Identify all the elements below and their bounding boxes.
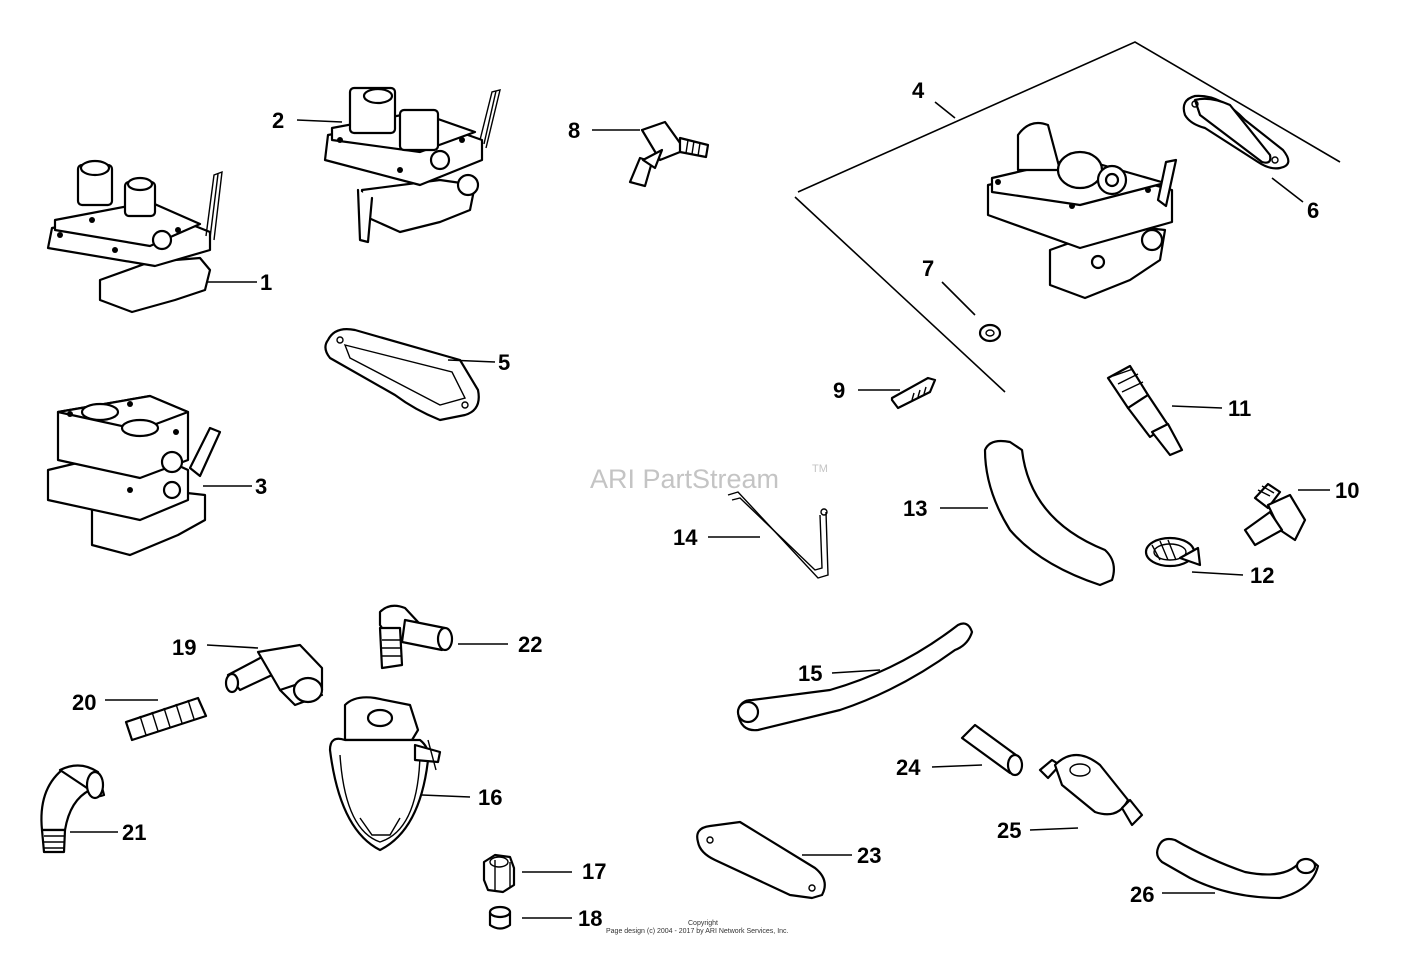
callout-19[interactable]: 19 <box>172 635 196 660</box>
callout-1[interactable]: 1 <box>260 270 272 295</box>
callout-2[interactable]: 2 <box>272 108 284 133</box>
part-12-hose-clamp[interactable] <box>1144 536 1202 568</box>
callout-20[interactable]: 20 <box>72 690 96 715</box>
part-3-fuel-pump[interactable] <box>46 394 222 557</box>
part-22-elbow-connector[interactable] <box>378 604 454 670</box>
callout-7[interactable]: 7 <box>922 256 934 281</box>
callout-23[interactable]: 23 <box>857 843 881 868</box>
leader-line-15 <box>831 669 881 674</box>
part-7-washer[interactable] <box>978 323 1002 343</box>
part-21-curved-elbow[interactable] <box>40 764 106 854</box>
callout-4[interactable]: 4 <box>912 78 925 103</box>
callout-22[interactable]: 22 <box>518 632 542 657</box>
callout-9[interactable]: 9 <box>833 378 845 403</box>
part-10-elbow[interactable] <box>1243 482 1307 547</box>
leader-line-25 <box>1029 827 1079 831</box>
callout-18[interactable]: 18 <box>578 906 602 931</box>
part-20-threaded-nipple[interactable] <box>124 696 208 742</box>
part-26-hose[interactable] <box>1156 837 1320 900</box>
callout-5[interactable]: 5 <box>498 350 510 375</box>
callout-26[interactable]: 26 <box>1130 882 1154 907</box>
callout-17[interactable]: 17 <box>582 859 606 884</box>
callout-16[interactable]: 16 <box>478 785 502 810</box>
callout-24[interactable]: 24 <box>896 755 921 780</box>
part-24-short-hose[interactable] <box>960 723 1024 777</box>
part-18-sleeve[interactable] <box>488 905 512 930</box>
callout-11[interactable]: 11 <box>1228 396 1251 421</box>
part-4-fuel-pump[interactable] <box>986 121 1178 300</box>
part-23-gasket-plate[interactable] <box>696 820 826 900</box>
callout-14[interactable]: 14 <box>673 525 698 550</box>
part-2-fuel-pump[interactable] <box>323 86 501 244</box>
part-17-nut[interactable] <box>482 853 516 894</box>
leader-line-16 <box>421 794 471 798</box>
leader-line-4 <box>934 101 956 119</box>
assembly-bracket-4-lower <box>794 196 1006 393</box>
part-1-fuel-pump[interactable] <box>46 159 223 314</box>
callout-21[interactable]: 21 <box>122 820 146 845</box>
part-15-hose[interactable] <box>736 622 974 732</box>
leader-line-24 <box>931 764 983 768</box>
part-19-elbow-fitting[interactable] <box>224 643 324 707</box>
callout-3[interactable]: 3 <box>255 474 267 499</box>
leader-line-11 <box>1171 405 1223 409</box>
leader-line-2 <box>296 119 343 123</box>
leader-line-6 <box>1271 177 1304 203</box>
leader-line-19 <box>206 644 259 649</box>
callout-8[interactable]: 8 <box>568 118 580 143</box>
part-14-wire[interactable] <box>727 491 829 579</box>
part-9-screw[interactable] <box>890 376 937 410</box>
part-11-barb-fitting[interactable] <box>1106 364 1184 457</box>
part-6-gasket[interactable] <box>1182 94 1290 170</box>
part-13-curved-hose[interactable] <box>983 439 1115 587</box>
callout-15[interactable]: 15 <box>798 661 822 686</box>
callout-6[interactable]: 6 <box>1307 198 1319 223</box>
callout-12[interactable]: 12 <box>1250 563 1274 588</box>
part-8-elbow-fitting[interactable] <box>628 120 710 188</box>
leader-line-5 <box>447 359 496 363</box>
leader-line-7 <box>941 281 976 316</box>
part-5-gasket[interactable] <box>324 328 480 422</box>
part-16-sediment-bowl[interactable] <box>328 696 442 852</box>
leader-line-12 <box>1191 571 1244 576</box>
callout-10[interactable]: 10 <box>1335 478 1359 503</box>
watermark-text: ARI PartStream <box>590 464 779 494</box>
part-25-inline-filter[interactable] <box>1038 753 1144 827</box>
watermark-trademark: TM <box>812 463 828 475</box>
callout-25[interactable]: 25 <box>997 818 1021 843</box>
copyright-line-1: Copyright <box>688 920 718 927</box>
callout-13[interactable]: 13 <box>903 496 927 521</box>
copyright-line-2: Page design (c) 2004 - 2017 by ARI Netwo… <box>606 928 789 935</box>
assembly-bracket-4 <box>797 41 1341 193</box>
